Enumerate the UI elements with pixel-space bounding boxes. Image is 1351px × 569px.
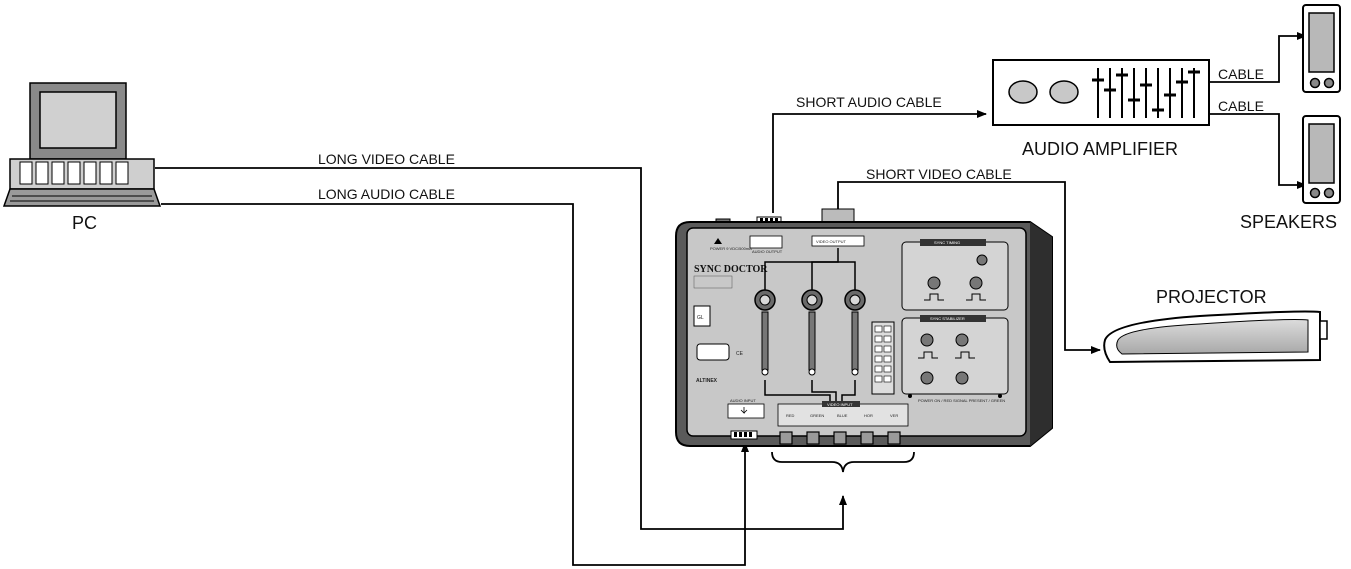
power-label: POWER 9 VDC/500mA	[710, 246, 752, 251]
short-video-cable-line	[837, 181, 1101, 354]
long-audio-cable-label: LONG AUDIO CABLE	[318, 186, 455, 202]
video-input-label: VIDEO INPUT	[827, 402, 853, 407]
speakers-label: SPEAKERS	[1240, 212, 1337, 232]
video-input-brace	[771, 451, 915, 473]
sync-stabilizer-label: SYNC STABILIZER	[930, 316, 965, 321]
input-ver: VER	[890, 413, 898, 418]
power-signal-label: POWER ON / RED SIGNAL PRESENT / GREEN	[918, 398, 1005, 403]
pc-label: PC	[72, 213, 97, 233]
speaker-cable-top-line	[1209, 32, 1307, 83]
speaker-cable-bottom-line	[1209, 113, 1307, 189]
gl-mark: GL	[697, 315, 704, 321]
short-audio-cable-line	[772, 110, 987, 213]
long-audio-cable-line	[161, 203, 749, 566]
input-red: RED	[786, 413, 795, 418]
short-audio-cable-label: SHORT AUDIO CABLE	[796, 94, 942, 110]
short-video-cable-label: SHORT VIDEO CABLE	[866, 166, 1012, 182]
sync-doctor-device: POWER 9 VDC/500mA AUDIO OUTPUT VIDEO OUT…	[675, 208, 1053, 447]
speaker-top-icon	[1302, 4, 1341, 93]
video-output-label: VIDEO OUTPUT	[816, 239, 847, 244]
maker-label: ALTINEX	[696, 378, 718, 384]
sync-timing-label: SYNC TIMING	[934, 240, 960, 245]
cable-bottom-label: CABLE	[1218, 98, 1264, 114]
audio-input-label: AUDIO INPUT	[730, 398, 756, 403]
audio-amplifier-icon	[992, 59, 1210, 126]
projector-icon	[1103, 310, 1328, 364]
ce-mark: CE	[736, 351, 744, 357]
long-video-cable-label: LONG VIDEO CABLE	[318, 151, 455, 167]
pc-icon	[2, 82, 162, 207]
audio-amplifier-label: AUDIO AMPLIFIER	[1022, 139, 1178, 159]
input-green: GREEN	[810, 413, 824, 418]
long-video-cable-line	[155, 167, 847, 530]
cable-top-label: CABLE	[1218, 66, 1264, 82]
projector-label: PROJECTOR	[1156, 287, 1267, 307]
brand-label: SYNC DOCTOR	[694, 264, 768, 275]
input-hor: HOR	[864, 413, 873, 418]
speaker-bottom-icon	[1302, 115, 1341, 204]
input-blue: BLUE	[837, 413, 848, 418]
audio-output-label: AUDIO OUTPUT	[752, 249, 783, 254]
